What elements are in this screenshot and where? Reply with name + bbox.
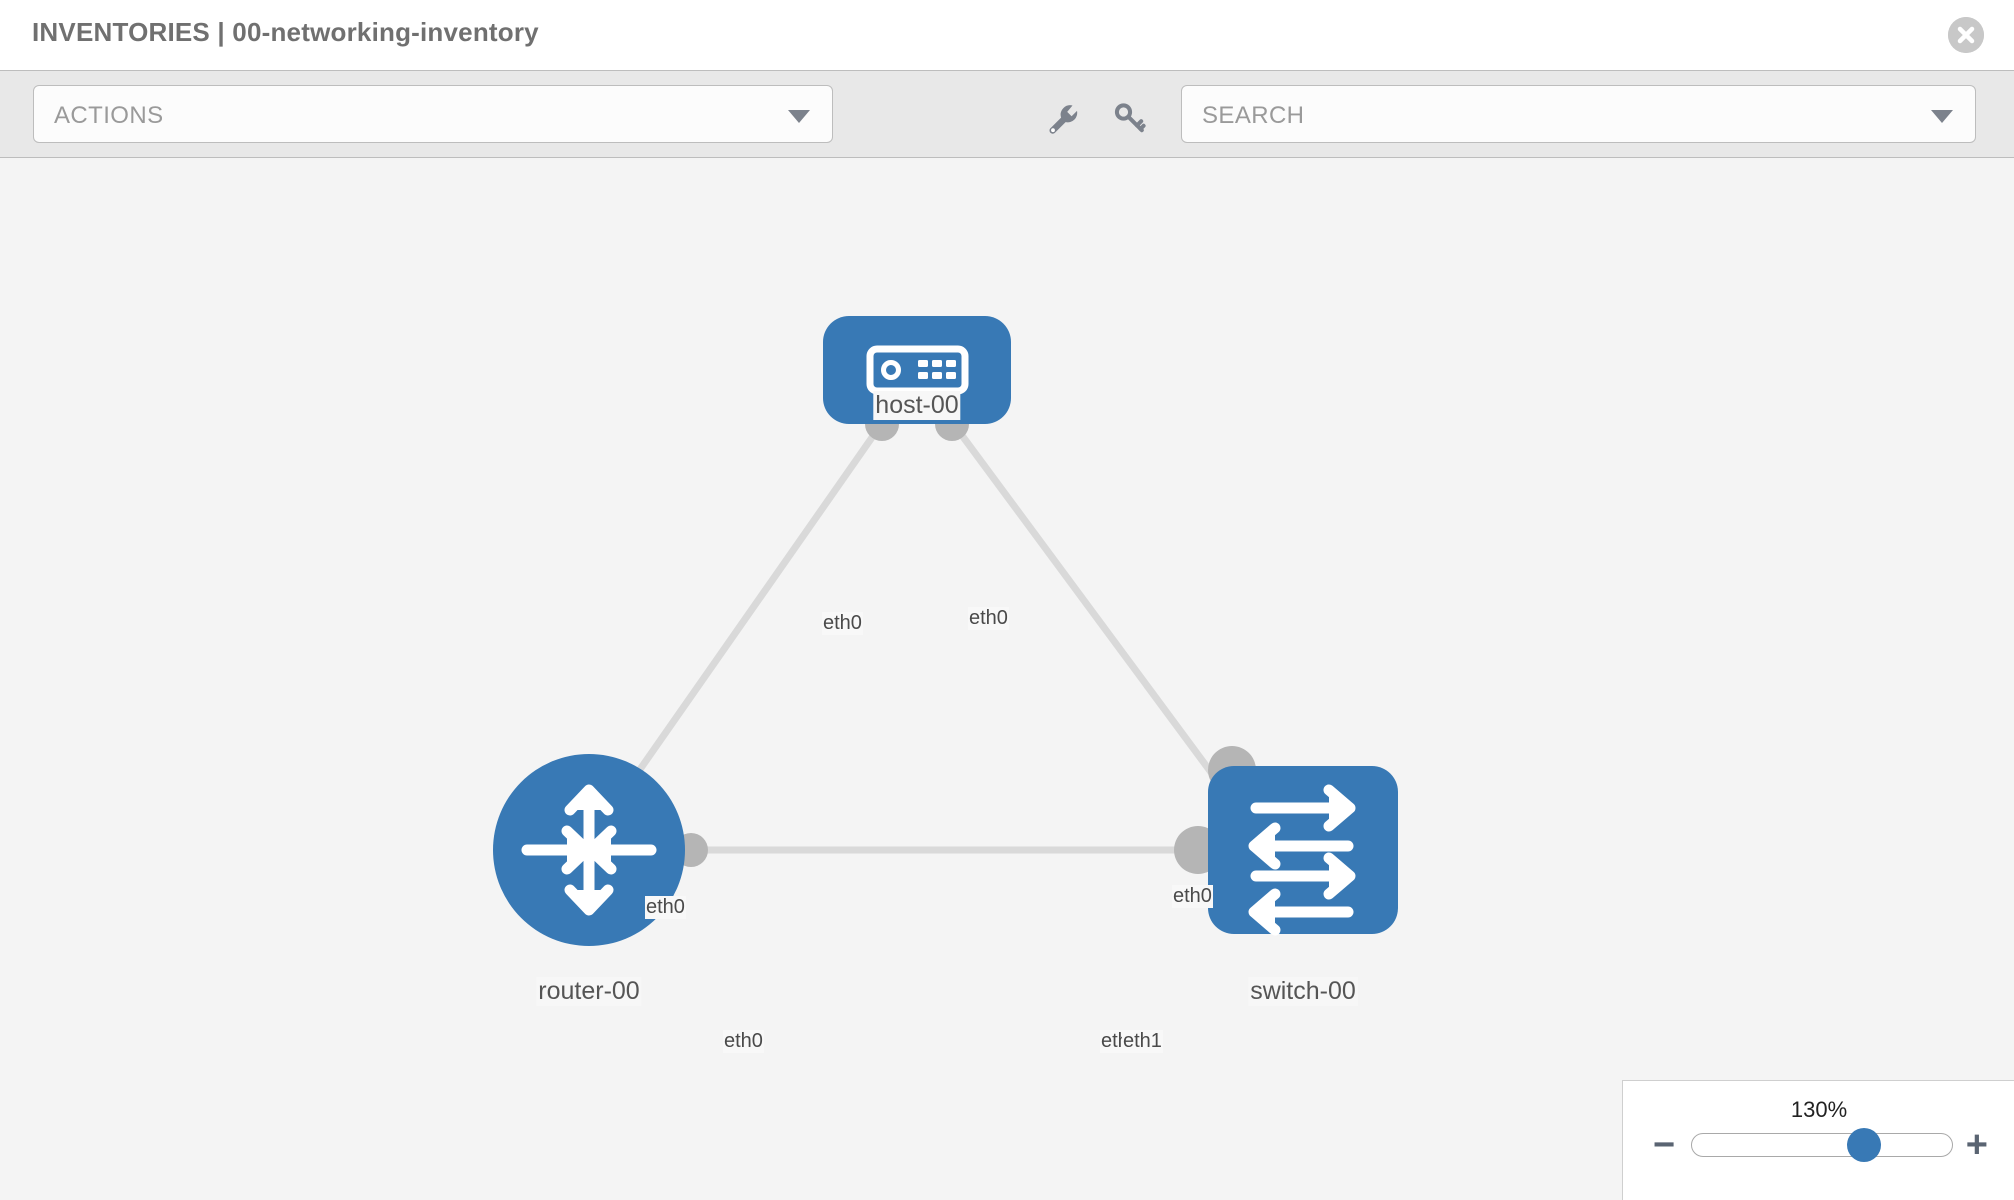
zoom-control-panel: 130% − + — [1622, 1080, 2014, 1200]
port-label: eth1 — [1122, 1030, 1163, 1053]
zoom-slider[interactable] — [1691, 1128, 1953, 1162]
switch-arrows-icon — [1248, 784, 1356, 936]
actions-dropdown-label: ACTIONS — [54, 102, 164, 129]
node-label-router-00: router-00 — [536, 977, 642, 1006]
port-label: eth0 — [645, 896, 686, 919]
wrench-icon[interactable] — [1043, 99, 1083, 139]
node-router-00[interactable] — [493, 754, 685, 946]
node-label-switch-00: switch-00 — [1248, 977, 1358, 1006]
topology-canvas[interactable]: host-00 router-00 switch-00 eth0 eth0 et… — [0, 158, 2014, 1200]
port-label: eth0 — [1100, 1030, 1126, 1053]
edge-host-switch — [952, 423, 1233, 801]
key-icon[interactable] — [1110, 99, 1150, 139]
port-label: eth0 — [968, 607, 1009, 630]
search-input[interactable]: SEARCH — [1181, 85, 1976, 143]
zoom-in-button[interactable]: + — [1965, 1124, 1988, 1166]
chevron-down-icon — [788, 110, 810, 123]
zoom-slider-thumb[interactable] — [1846, 1128, 1881, 1162]
port-label: eth0 — [723, 1030, 764, 1053]
edge-host-router — [617, 423, 883, 801]
page-title: INVENTORIES | 00-networking-inventory — [32, 17, 539, 47]
port-label: eth0 — [1172, 885, 1213, 908]
server-icon — [866, 345, 969, 395]
router-arrows-icon — [521, 784, 657, 916]
node-label-host-00: host-00 — [873, 391, 961, 420]
actions-dropdown[interactable]: ACTIONS — [33, 85, 833, 143]
topology-graph — [493, 316, 1398, 946]
search-placeholder: SEARCH — [1202, 102, 1305, 129]
node-switch-00[interactable] — [1208, 766, 1398, 936]
toolbar: ACTIONS SEARCH — [0, 70, 2014, 158]
node-host-00[interactable] — [823, 316, 1011, 424]
close-icon[interactable] — [1948, 17, 1984, 53]
page-header: INVENTORIES | 00-networking-inventory — [0, 0, 2014, 70]
zoom-level-value: 130% — [1790, 1097, 1848, 1122]
topology-port-dots — [674, 407, 1256, 874]
port-label: eth0 — [822, 612, 863, 635]
chevron-down-icon — [1931, 110, 1953, 123]
topology-edges — [617, 423, 1233, 854]
zoom-out-button[interactable]: − — [1653, 1124, 1676, 1166]
